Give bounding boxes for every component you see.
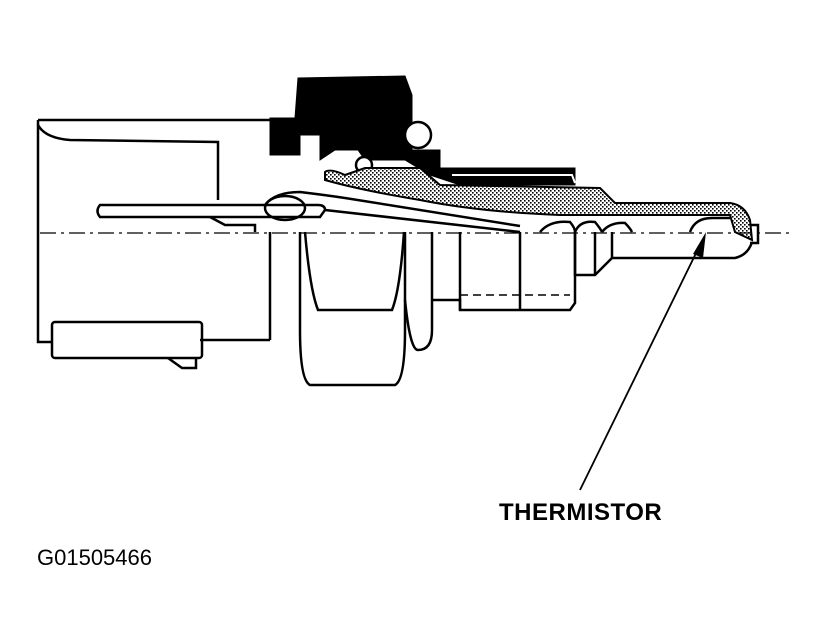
hex-nut xyxy=(298,231,462,387)
connector-latch xyxy=(50,320,204,370)
black-cap xyxy=(269,75,576,186)
thermistor-leader-arrow xyxy=(579,232,706,491)
terminal-blade xyxy=(96,190,521,234)
probe-tip xyxy=(750,223,760,245)
stippled-body xyxy=(324,167,754,242)
connector-housing xyxy=(36,118,272,344)
figure-id: G01505466 xyxy=(37,545,152,570)
threaded-body xyxy=(432,216,754,312)
cap-edge-highlight xyxy=(452,174,576,184)
seal-ring-upper xyxy=(403,120,433,150)
thermistor-callout-label: THERMISTOR xyxy=(499,499,663,526)
